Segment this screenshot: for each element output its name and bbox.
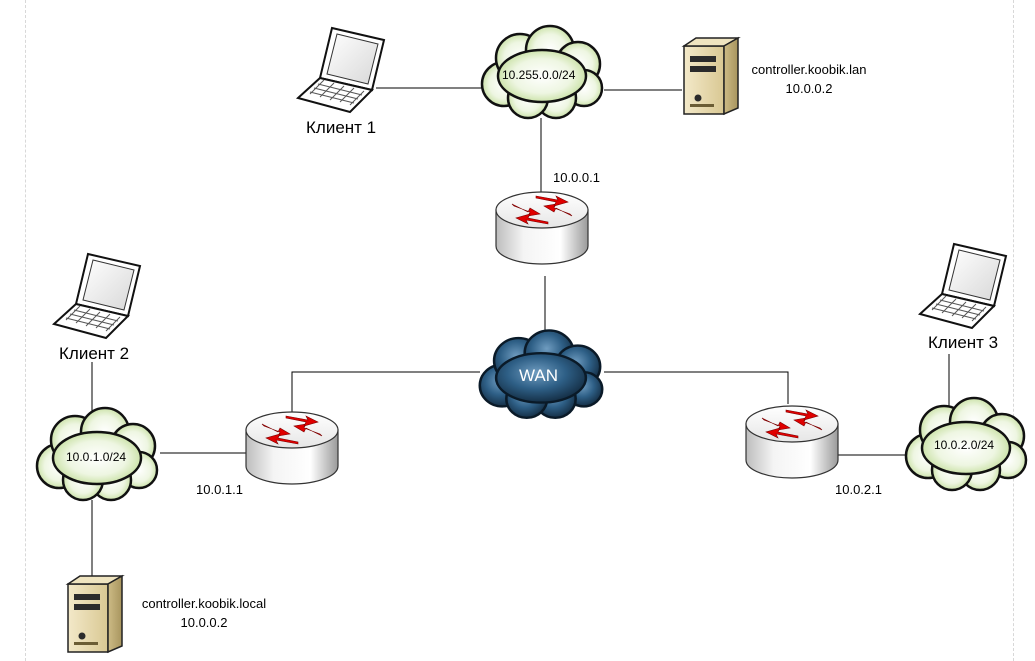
network-left-label: 10.0.1.0/24 xyxy=(66,450,127,464)
page-guide-right xyxy=(1013,0,1014,661)
router-top xyxy=(495,191,589,265)
server-bottom-icon xyxy=(67,575,123,653)
laptop-client-2-icon xyxy=(53,253,141,339)
server-top-icon xyxy=(683,37,739,115)
server-bottom-ip: 10.0.0.2 xyxy=(180,615,228,630)
router-left xyxy=(245,411,339,485)
client-1-label: Клиент 1 xyxy=(306,118,377,137)
router-right-ip: 10.0.2.1 xyxy=(835,482,882,497)
network-right-label: 10.0.2.0/24 xyxy=(934,438,995,452)
server-top-name: controller.koobik.lan xyxy=(751,62,867,77)
page-guide-left xyxy=(25,0,26,661)
laptop-client-3-icon xyxy=(919,243,1007,329)
router-left-ip: 10.0.1.1 xyxy=(196,482,243,497)
network-top-label: 10.255.0.0/24 xyxy=(502,68,576,82)
link-wan-router-left xyxy=(291,371,480,412)
server-top-ip: 10.0.0.2 xyxy=(785,81,833,96)
server-bottom-label: controller.koobik.local 10.0.0.2 xyxy=(138,594,270,632)
wan-label: WAN xyxy=(519,366,559,385)
client-2-label: Клиент 2 xyxy=(59,344,130,363)
link-wan-router-right xyxy=(604,371,789,404)
laptop-client-1-icon xyxy=(297,27,385,113)
router-top-ip: 10.0.0.1 xyxy=(553,170,600,185)
server-bottom-name: controller.koobik.local xyxy=(141,596,267,611)
server-top-label: controller.koobik.lan 10.0.0.2 xyxy=(744,60,874,98)
connection-lines xyxy=(91,87,950,586)
client-3-label: Клиент 3 xyxy=(928,333,999,352)
router-right xyxy=(745,405,839,479)
